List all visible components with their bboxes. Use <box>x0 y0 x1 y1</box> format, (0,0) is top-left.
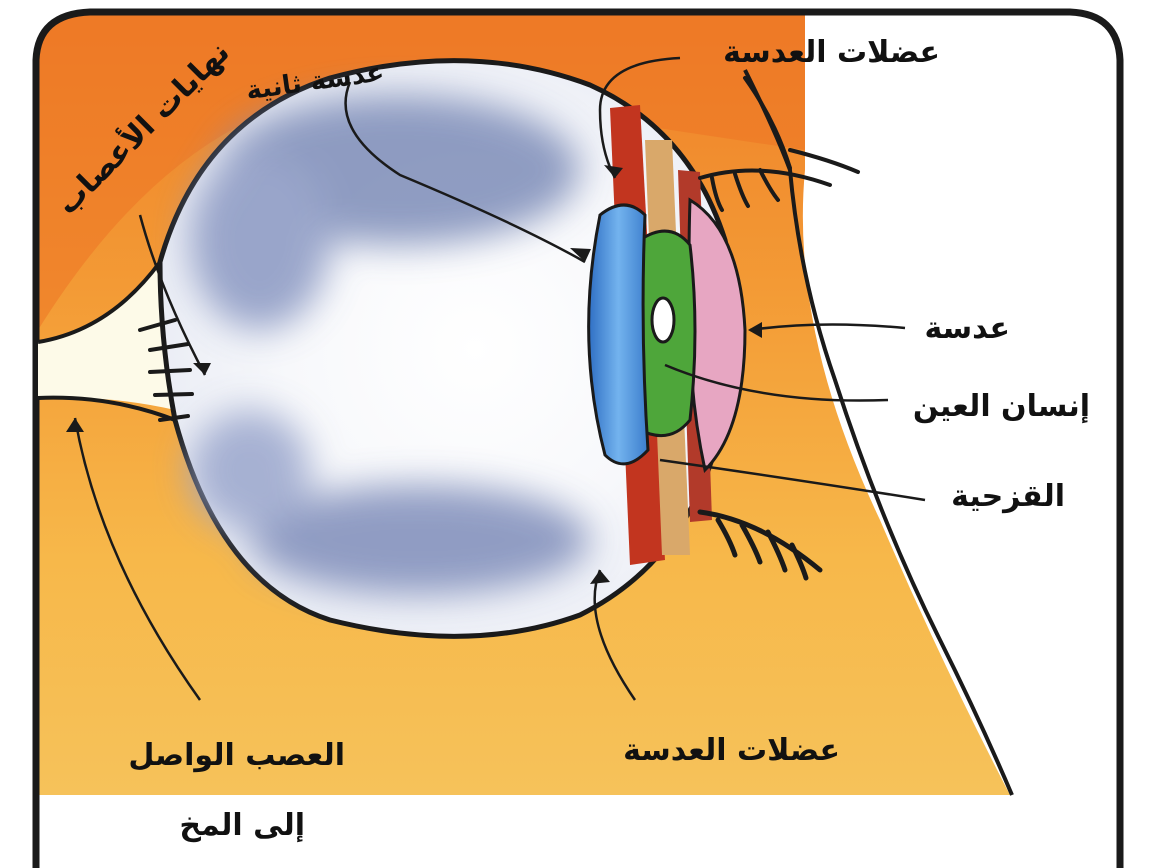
label-lens-muscles-top: عضلات العدسة <box>723 35 940 70</box>
label-lens-muscles-bottom: عضلات العدسة <box>623 733 840 768</box>
label-pupil: إنسان العين <box>913 389 1090 424</box>
label-optic-nerve-line1: العصب الواصل <box>128 738 345 773</box>
label-optic-nerve-line2: إلى المخ <box>179 808 305 843</box>
label-iris: القزحية <box>951 479 1065 514</box>
cornea <box>589 205 648 464</box>
label-lens: عدسة <box>924 311 1010 346</box>
pupil <box>652 298 674 342</box>
